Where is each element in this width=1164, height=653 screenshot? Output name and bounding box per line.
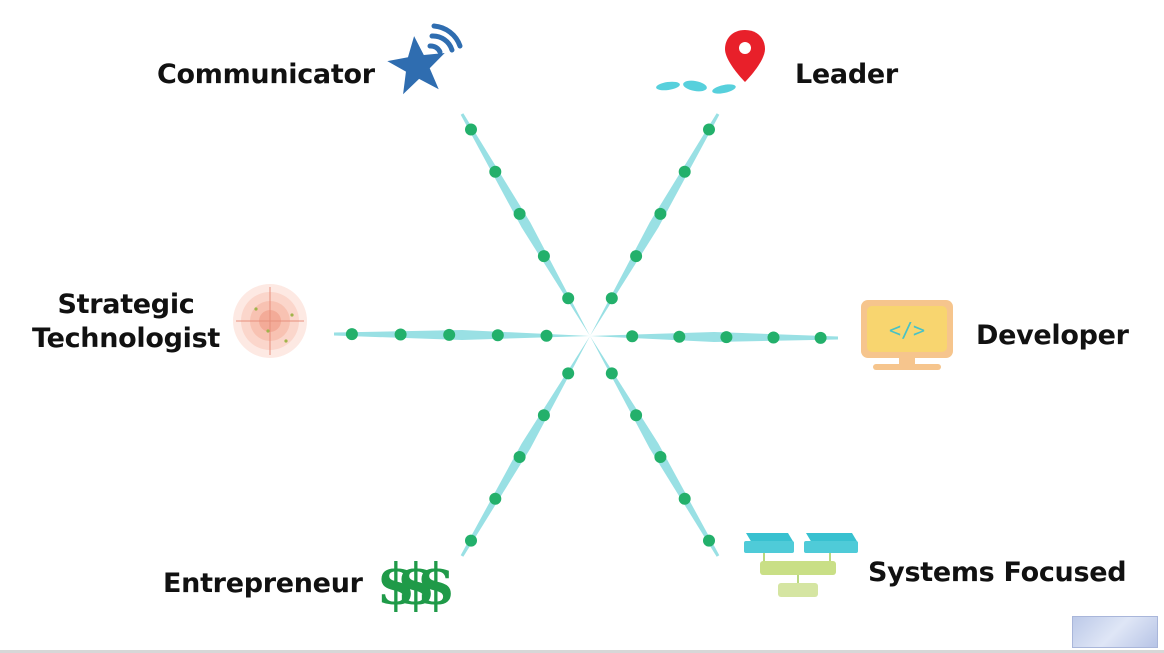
stacked-layers-icon [744, 533, 858, 597]
role-label-developer: Developer [976, 320, 1129, 351]
star-with-signal-icon [387, 23, 463, 95]
spoke-node-communicator [489, 165, 502, 178]
spoke-node-developer [626, 330, 639, 343]
role-label-leader: Leader [795, 59, 898, 90]
spoke-node-strategic-technologist [491, 329, 504, 342]
svg-text:$: $ [417, 552, 456, 618]
spoke-node-leader [654, 207, 667, 220]
spoke-node-systems-focused [654, 451, 667, 463]
location-pin-icon [656, 30, 765, 94]
spoke-node-strategic-technologist [540, 329, 553, 342]
spoke-node-communicator [537, 250, 550, 263]
role-label-strategic-technologist: Strategic Technologist [30, 288, 222, 356]
spoke-node-leader [605, 292, 618, 305]
spoke-node-leader [630, 250, 643, 263]
spoke-node-developer [720, 331, 733, 344]
spoke-node-communicator [465, 123, 477, 136]
spoke-node-entrepreneur [489, 492, 502, 505]
spoke-node-systems-focused [703, 534, 715, 547]
spoke-node-developer [814, 331, 827, 344]
spoke-node-strategic-technologist [443, 328, 456, 341]
spoke-node-entrepreneur [465, 534, 477, 547]
spoke-node-entrepreneur [513, 451, 526, 463]
watermark-stamp [1072, 616, 1158, 648]
spoke-node-developer [673, 330, 686, 343]
svg-text:$: $ [397, 552, 436, 618]
role-label-line-1: Strategic [57, 289, 195, 320]
spoke-node-systems-focused [630, 409, 643, 422]
role-label-systems-focused: Systems Focused [868, 557, 1127, 588]
spoke-node-systems-focused [678, 492, 691, 505]
svg-text:$: $ [377, 552, 416, 618]
spoke-node-systems-focused [605, 367, 618, 380]
role-label-entrepreneur: Entrepreneur [163, 568, 363, 599]
spoke-node-communicator [562, 292, 575, 305]
spoke-node-leader [703, 123, 715, 136]
spoke-node-strategic-technologist [345, 328, 358, 341]
svg-text:</>: </> [889, 318, 925, 342]
dollar-signs-icon: $ $ $ [377, 552, 456, 618]
spoke-node-strategic-technologist [394, 328, 407, 341]
role-label-communicator: Communicator [157, 59, 375, 90]
computer-monitor-code-icon: </> [861, 300, 953, 370]
spoke-node-communicator [513, 207, 526, 220]
bottom-divider [0, 650, 1164, 653]
spoke-node-entrepreneur [537, 409, 550, 422]
nodes-group [345, 123, 827, 547]
spoke-node-leader [678, 165, 691, 178]
spoke-node-entrepreneur [562, 367, 575, 380]
spokes-group [333, 113, 839, 557]
role-label-line-2: Technologist [32, 323, 220, 354]
spoke-node-developer [767, 331, 780, 344]
radar-target-icon [233, 284, 307, 358]
